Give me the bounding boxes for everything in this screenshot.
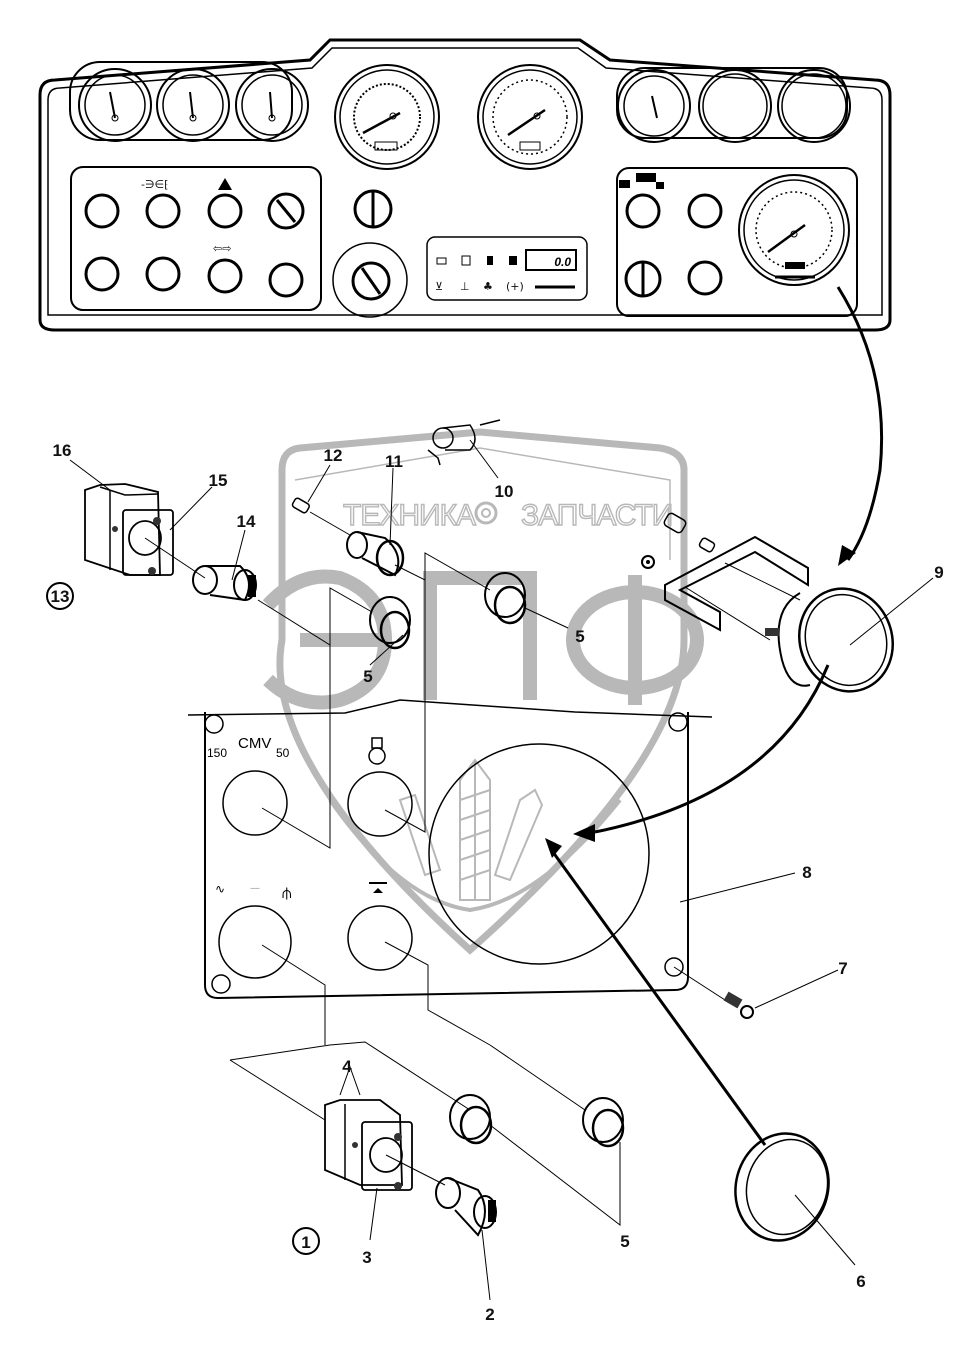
- svg-text:⊥: ⊥: [460, 280, 470, 293]
- lamp-hole: [347, 771, 413, 837]
- cmv-low-value: 150: [207, 746, 227, 760]
- switch-block-16: [84, 483, 174, 576]
- switch-panel-right: [616, 167, 858, 317]
- pto-hole: [347, 905, 413, 971]
- diff-lock-icon: -∋∈⁅: [141, 178, 168, 191]
- callout-circle-1: [292, 1227, 320, 1255]
- switch-panel-left: [70, 166, 322, 311]
- rotary-knob-2: [435, 1177, 497, 1237]
- bulb-holder-right: [641, 512, 716, 569]
- gauge-blank-1: [698, 69, 772, 143]
- bulb-holder-11: [346, 531, 405, 577]
- ignition-bezel: [332, 242, 408, 318]
- callout-5b: 5: [575, 627, 584, 646]
- switch-block-lower: [324, 1099, 413, 1191]
- wave-symbol-icon: ∿: [215, 882, 225, 896]
- beacon-rotary-switch[interactable]: [267, 192, 305, 230]
- callout-15: 15: [209, 471, 228, 490]
- lamp-test-button[interactable]: [687, 193, 723, 229]
- callout-2: 2: [485, 1305, 494, 1324]
- gauge-blank-2: [777, 69, 851, 143]
- gauge-bezel-6: [734, 1132, 830, 1242]
- svg-text:(+): (+): [506, 280, 524, 293]
- warning-light-module: [426, 236, 588, 301]
- callout-3: 3: [362, 1248, 371, 1267]
- callout-12: 12: [324, 446, 343, 465]
- watermark-text-left: ТЕХНИКА: [343, 499, 476, 532]
- callout-5a: 5: [363, 667, 372, 686]
- ignition-switch[interactable]: [351, 261, 391, 301]
- warning-lights: ⊻ ⊥ ♣ (+): [435, 255, 575, 293]
- cmv-switch-hole: [222, 770, 288, 836]
- gauge-speedometer: [477, 64, 583, 170]
- gauge-hole: [428, 743, 650, 965]
- pto-button[interactable]: [687, 260, 723, 296]
- cap-5b: [484, 572, 527, 625]
- callout-5c: 5: [620, 1232, 629, 1251]
- gauge-small-1: [78, 68, 152, 142]
- bulb-12: [291, 497, 310, 514]
- switch-button[interactable]: [145, 193, 181, 229]
- gauge-small-2: [156, 68, 230, 142]
- switch-button[interactable]: [145, 256, 181, 292]
- cap-5d: [582, 1097, 625, 1148]
- lcd-readout: 0.0: [554, 255, 571, 269]
- svg-text:♣: ♣: [483, 280, 493, 293]
- gauge-housing-9: [765, 587, 894, 693]
- speed-switch-hole: [218, 905, 292, 979]
- cmv-label: CMV: [238, 735, 271, 752]
- hazard-button[interactable]: [207, 193, 243, 229]
- callout-4: 4: [342, 1057, 352, 1076]
- lamp-icon: [368, 737, 386, 765]
- rotary-knob-14: [192, 565, 257, 602]
- gauge-small-4: [617, 69, 691, 143]
- switch-button[interactable]: [84, 193, 120, 229]
- callout-13: 13: [51, 587, 70, 606]
- sub-panel-8: CMV 150 50 ∿ — ⫛: [187, 699, 713, 1000]
- cap-5a: [369, 596, 411, 650]
- screw-7: [673, 966, 754, 1019]
- dash-symbol-icon: —: [250, 883, 260, 894]
- dashboard: ⇦⇨ -∋∈⁅ 0.0 ⊻ ⊥ ♣ (+): [38, 38, 892, 332]
- buzzer-10: [427, 419, 501, 466]
- callout-labels: 1 2 3 4 5 5 5 6 7 8 9 10 11 12 13 14 15 …: [46, 441, 944, 1324]
- watermark: ТЕХНИКА ЗАПЧАСТИ: [262, 428, 704, 955]
- cmv-switch-button[interactable]: [625, 193, 661, 229]
- gear-icon: [474, 501, 498, 525]
- callout-11: 11: [385, 452, 403, 471]
- callout-circle-13: [46, 582, 74, 610]
- plant-symbol-icon: ⫛: [282, 883, 292, 902]
- callout-10: 10: [495, 482, 514, 501]
- svg-text:⊻: ⊻: [435, 280, 443, 293]
- hazard-triangle-icon: [218, 178, 232, 190]
- gauge-small-3: [235, 68, 309, 142]
- wheat-emblem: [328, 758, 622, 913]
- callout-7: 7: [838, 959, 847, 978]
- turn-signal-icon: ⇦⇨: [213, 242, 231, 255]
- lcd-display: [525, 249, 577, 271]
- callout-6: 6: [856, 1272, 865, 1291]
- wiper-button[interactable]: [268, 262, 304, 298]
- indicator-button[interactable]: [207, 258, 243, 294]
- assembly-arrow-2: [594, 664, 830, 834]
- cmv-high-value: 50: [276, 746, 290, 760]
- callout-1: 1: [301, 1233, 310, 1252]
- switch-button[interactable]: [84, 256, 120, 292]
- callout-16: 16: [53, 441, 72, 460]
- assembly-arrow: [836, 286, 884, 561]
- callout-14: 14: [237, 512, 256, 531]
- gauge-tachometer: [334, 64, 440, 170]
- cap-5c: [449, 1094, 493, 1145]
- watermark-text-right: ЗАПЧАСТИ: [521, 499, 672, 532]
- callout-leaders: [69, 439, 934, 1301]
- callout-8: 8: [802, 863, 811, 882]
- pto-icon: [369, 882, 387, 893]
- mounting-bracket: [664, 535, 809, 632]
- switch-buttons-left: ⇦⇨ -∋∈⁅: [84, 178, 305, 298]
- arrowhead-icon: [838, 545, 856, 566]
- callout-9: 9: [934, 563, 943, 582]
- gauge-engine-speed: [738, 174, 850, 286]
